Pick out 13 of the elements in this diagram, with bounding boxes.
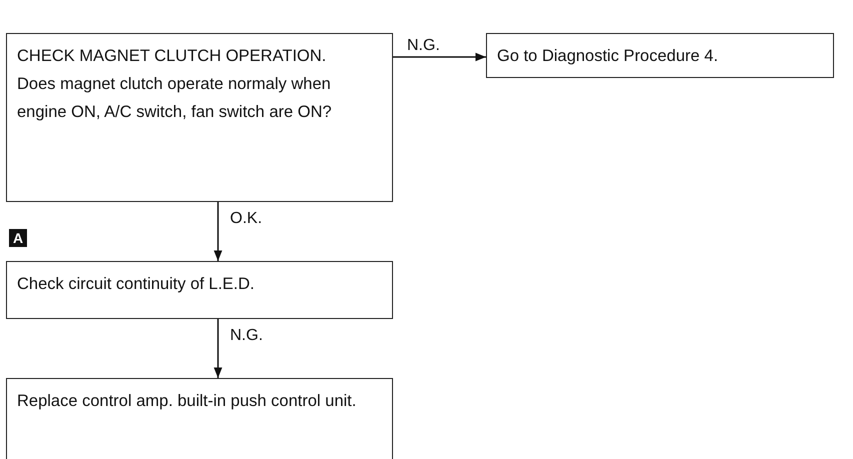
arrow bbox=[214, 319, 222, 378]
box-heading: CHECK MAGNET CLUTCH OPERATION. bbox=[17, 46, 328, 67]
process-box bbox=[6, 378, 393, 459]
arrow bbox=[214, 202, 222, 261]
box-text: Does magnet clutch operate normaly when engine ON, A/C switch, fan switch are ON? bbox=[17, 74, 333, 123]
process-box bbox=[6, 33, 393, 202]
process-box bbox=[6, 261, 393, 319]
section-marker: A bbox=[9, 229, 27, 247]
box-text: Replace control amp. built-in push control unit. bbox=[17, 391, 358, 412]
process-box bbox=[486, 33, 834, 78]
box-text: Check circuit continuity of L.E.D. bbox=[17, 274, 256, 295]
box-text: Go to Diagnostic Procedure 4. bbox=[497, 46, 720, 67]
arrow bbox=[393, 52, 486, 62]
